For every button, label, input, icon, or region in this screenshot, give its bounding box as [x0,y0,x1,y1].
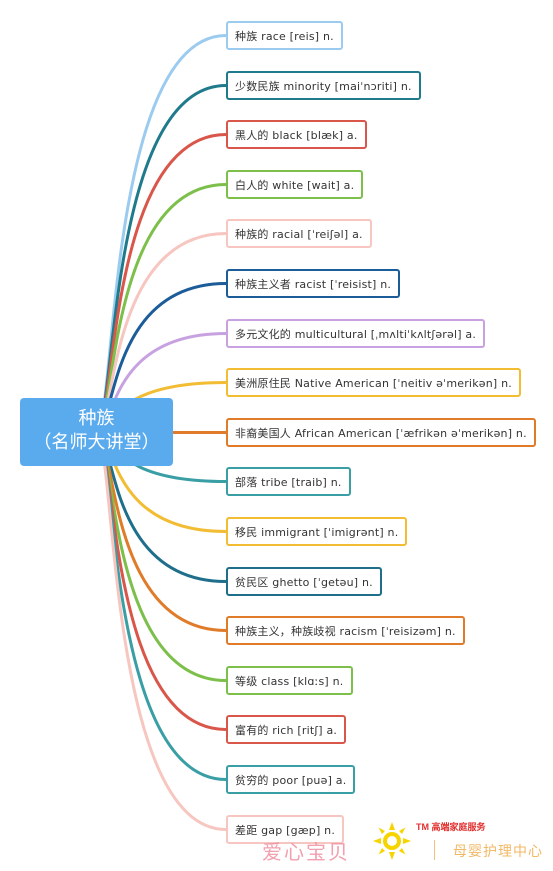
watermark-divider [434,840,435,860]
vocab-node-racial[interactable]: 种族的 racial [ˈreiʃəl] a. [226,219,372,248]
vocab-node-ghetto[interactable]: 贫民区 ghetto [ˈgetəu] n. [226,567,382,596]
connector-line [95,430,227,682]
vocab-node-black[interactable]: 黑人的 black [blæk] a. [226,120,367,149]
watermark-brand-text: 爱心宝贝 [262,840,350,864]
vocab-node-minority[interactable]: 少数民族 minority [maiˈnɔriti] n. [226,71,421,100]
vocab-node-native-american[interactable]: 美洲原住民 Native American [ˈneitiv əˈmerikən… [226,368,521,397]
connector-line [95,133,227,434]
central-topic-node[interactable]: 种族 （名师大讲堂） [20,398,173,466]
vocab-node-tribe[interactable]: 部落 tribe [traib] n. [226,467,351,496]
vocab-node-multicultural[interactable]: 多元文化的 multicultural [ˌmʌltiˈkʌltʃərəl] a… [226,319,486,348]
connector-line [95,430,227,731]
vocab-node-gap[interactable]: 差距 gap [gæp] n. [226,815,345,844]
watermark-tagline: TM 高端家庭服务 [416,822,486,832]
watermark-center-text: 母婴护理中心 [453,844,543,860]
vocab-node-white[interactable]: 白人的 white [wait] a. [226,170,364,199]
connector-line [94,430,227,831]
connector-line [94,430,227,781]
vocab-node-rich[interactable]: 富有的 rich [ritʃ] a. [226,715,347,744]
vocab-node-racism[interactable]: 种族主义，种族歧视 racism [ˈreisizəm] n. [226,616,465,645]
central-topic-subtitle: （名师大讲堂） [33,432,160,453]
connector-line [94,84,227,434]
vocab-node-poor[interactable]: 贫穷的 poor [puə] a. [226,765,356,794]
watermark: 爱心宝贝 TM 高端家庭服务 母婴护理中心 [262,818,553,871]
connector-line [94,34,227,434]
central-topic-title: 种族 [78,408,115,429]
vocab-node-racist[interactable]: 种族主义者 racist [ˈreisist] n. [226,269,401,298]
vocab-node-class[interactable]: 等级 class [klɑːs] n. [226,666,353,695]
sun-logo-icon [373,822,411,860]
vocab-node-immigrant[interactable]: 移民 immigrant [ˈimigrənt] n. [226,517,408,546]
vocab-node-african-american[interactable]: 非裔美国人 African American [ˈæfrikən əˈmerik… [226,418,536,447]
connector-line [95,183,227,434]
vocab-node-race[interactable]: 种族 race [reis] n. [226,21,343,50]
